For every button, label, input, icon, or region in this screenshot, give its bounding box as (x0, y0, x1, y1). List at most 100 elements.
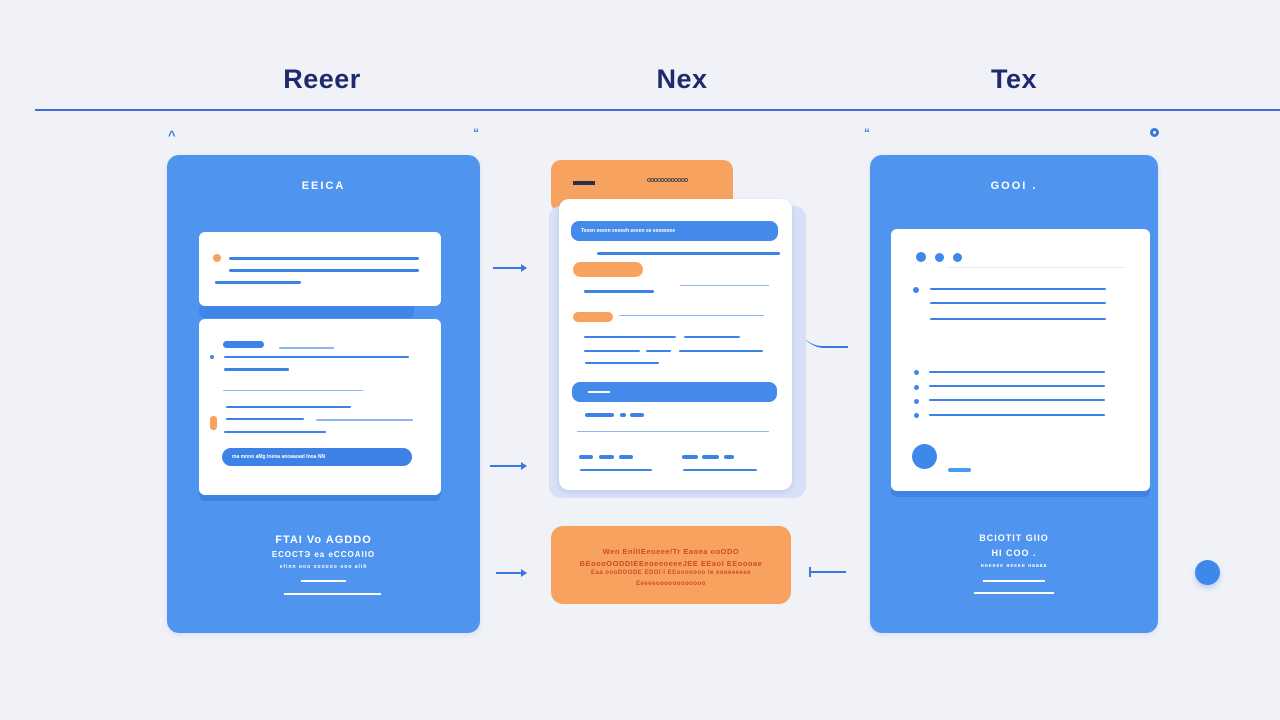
text-line-placeholder (215, 281, 301, 284)
text-line-placeholder (683, 469, 757, 471)
right-panel: GOOI . BCIOTIT GIIO HI COO . ннееее неее… (870, 155, 1158, 633)
arrow-connector (496, 569, 527, 577)
left-card-action-button[interactable]: ma mnno aMg lnena anoaaoad lnoa NN (222, 448, 412, 466)
window-dot-icon (953, 253, 962, 262)
header-divider (35, 109, 1280, 111)
middle-action-bar[interactable] (572, 382, 777, 402)
quote-icon: “ (864, 126, 870, 140)
text-line-placeholder (630, 413, 644, 417)
text-line-placeholder (929, 371, 1105, 373)
text-line-placeholder (223, 390, 363, 391)
text-line-placeholder (914, 399, 919, 404)
text-line-placeholder (599, 455, 614, 459)
text-line-placeholder (301, 580, 346, 582)
left-footer-line-2: ЕСОСТЭ ea eCCOAIIO (271, 550, 376, 559)
floating-action-button[interactable] (1195, 560, 1220, 585)
window-dot-icon (916, 252, 926, 262)
text-line-placeholder (684, 336, 740, 338)
left-panel-title: EEICA (301, 180, 346, 192)
right-footer-line-1: BCIOTIT GIIO (979, 533, 1049, 543)
left-card-main: ma mnno aMg lnena anoaaoad lnoa NN (199, 319, 441, 495)
text-line-placeholder (929, 414, 1105, 416)
text-line-placeholder (316, 419, 413, 421)
note-line: BEoooOODDIEEeoeeoeeeJEE EEaoI EEoooae (579, 559, 763, 568)
connector-line (822, 346, 848, 348)
text-line-placeholder (680, 285, 769, 286)
text-line-placeholder (224, 356, 409, 358)
middle-tab-label: OOOOOOOOOOOO (647, 178, 688, 184)
circle-icon[interactable] (1150, 128, 1159, 137)
text-line-placeholder (646, 350, 671, 352)
text-line-placeholder (930, 288, 1106, 290)
text-line-placeholder (573, 181, 595, 185)
text-line-placeholder (974, 592, 1054, 594)
text-line-placeholder (930, 302, 1106, 304)
text-line-placeholder (580, 469, 652, 471)
note-line: Eaa oooDOODE EDOI I EEooooooo Ie eeoeeee… (590, 570, 752, 576)
text-line-placeholder (947, 267, 1125, 268)
chevron-up-icon[interactable]: ^ (168, 128, 176, 143)
left-card-top (199, 232, 441, 306)
connector-line (810, 571, 846, 573)
text-line-placeholder (619, 455, 633, 459)
text-line-placeholder (279, 347, 334, 349)
right-footer-line-2: HI COO . (991, 548, 1037, 558)
text-line-placeholder (929, 385, 1105, 387)
avatar[interactable] (912, 444, 937, 469)
text-line-placeholder (620, 413, 626, 417)
text-line-placeholder (224, 431, 326, 433)
orange-marker-icon (210, 416, 217, 430)
text-line-placeholder (914, 385, 919, 390)
text-line-placeholder (724, 455, 734, 459)
text-line-placeholder (679, 350, 763, 352)
text-line-placeholder (588, 391, 610, 393)
text-line-placeholder (913, 287, 919, 293)
text-line-placeholder (584, 336, 676, 338)
text-line-placeholder (585, 362, 659, 364)
text-line-placeholder (682, 455, 698, 459)
text-line-placeholder (983, 580, 1045, 582)
window-dot-icon (935, 253, 944, 262)
left-footer-line-1: FTAI Vo AGDDO (275, 534, 372, 546)
text-line-placeholder (579, 455, 593, 459)
right-footer-line-3: ннееее нееен наааа (980, 563, 1048, 569)
orange-tag[interactable] (573, 262, 643, 277)
orange-tag[interactable] (573, 312, 613, 322)
arrow-connector (490, 462, 527, 470)
text-line-placeholder (210, 355, 214, 359)
left-footer-line-3: efinn ooo oooooo ooo alih (279, 564, 368, 570)
text-line-placeholder (702, 455, 719, 459)
text-line-placeholder (929, 399, 1105, 401)
text-line-placeholder (229, 257, 419, 260)
text-line-placeholder (584, 290, 654, 293)
left-panel: EEICA ma mnno aMg lnena anoaaoad lnoa NN… (167, 155, 480, 633)
arrow-connector (493, 264, 527, 272)
text-line-placeholder (223, 341, 264, 348)
text-line-placeholder (948, 468, 971, 472)
heading-middle: Nex (656, 64, 708, 94)
text-line-placeholder (584, 350, 640, 352)
text-line-placeholder (224, 368, 289, 371)
note-line: Wen EnlIIEeoeee/Tr Eaoea ooODO (602, 547, 740, 556)
text-line-placeholder (585, 413, 614, 417)
heading-right: Tex (990, 64, 1038, 94)
text-line-placeholder (914, 413, 919, 418)
right-card (891, 229, 1150, 491)
text-line-placeholder (229, 269, 419, 272)
text-line-placeholder (597, 252, 780, 255)
middle-card: Teeen eeeen eeeeeh eeeen ee eeeeeeee (559, 199, 792, 490)
right-panel-title: GOOI . (990, 180, 1038, 192)
middle-header-bar[interactable]: Teeen eeeen eeeeeh eeeen ee eeeeeeee (571, 221, 778, 241)
quote-icon: “ (473, 126, 479, 140)
text-line-placeholder (619, 315, 764, 316)
text-line-placeholder (930, 318, 1106, 320)
text-line-placeholder (226, 406, 351, 408)
heading-left: Reeer (283, 64, 361, 94)
middle-note-box: Wen EnlIIEeoeee/Tr Eaoea ooODO BEoooOODD… (551, 526, 791, 604)
text-line-placeholder (914, 370, 919, 375)
left-card-tab (199, 306, 414, 318)
text-line-placeholder (226, 418, 304, 420)
text-line-placeholder (577, 431, 769, 432)
note-line: Eeeeeoooooooooooo (636, 581, 706, 587)
text-line-placeholder (284, 593, 381, 595)
